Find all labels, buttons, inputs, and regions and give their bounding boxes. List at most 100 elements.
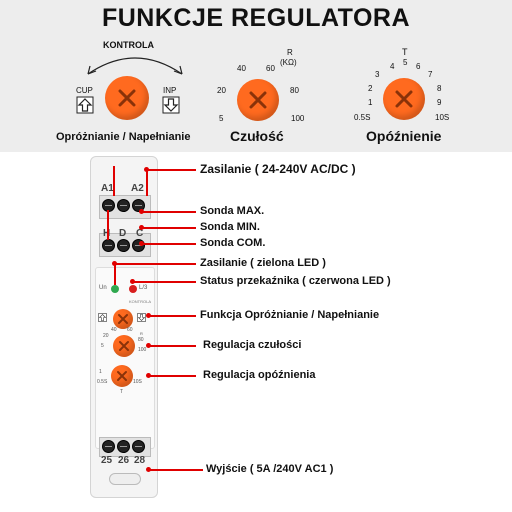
- callout-line: [132, 281, 196, 283]
- knob-cross-icon: [117, 371, 127, 381]
- delay-tick: 1: [368, 98, 373, 107]
- wire-h: [107, 210, 109, 240]
- callout-line: [114, 263, 196, 265]
- kohm-unit-label: (KΩ): [280, 58, 297, 67]
- rotation-arc-icon: [87, 57, 183, 75]
- knob3-tick: 0.5S: [97, 379, 108, 385]
- device-function-knob[interactable]: [113, 309, 133, 329]
- panel-title: FUNKCJE REGULATORA: [101, 4, 411, 32]
- terminal-label: A1: [101, 183, 114, 194]
- led-un-label: Un: [99, 285, 107, 291]
- knob2-r-label: R: [140, 331, 143, 336]
- relay-device: A1 A2 H D C Un L/3 KONTROLA R 5 20 40 60…: [90, 156, 158, 498]
- callout-line: [114, 263, 116, 285]
- terminal-screw[interactable]: [132, 440, 145, 453]
- relay-status-led: [129, 285, 137, 293]
- delay-caption: Opóźnienie: [366, 128, 442, 144]
- knob-cross-icon: [395, 90, 413, 108]
- led-relay-label: L/3: [139, 285, 148, 291]
- inp-label: INP: [163, 86, 177, 95]
- wire-a2: [146, 170, 148, 196]
- terminal-label: D: [119, 228, 127, 239]
- sens-tick: 40: [237, 64, 246, 73]
- terminal-screw[interactable]: [102, 239, 115, 252]
- arrow-up-icon: [98, 313, 107, 322]
- knob3-tick: 10S: [133, 379, 142, 385]
- delay-tick: 7: [428, 70, 433, 79]
- brand-small-label: KONTROLA: [129, 299, 152, 304]
- callout-line: [148, 375, 196, 377]
- sensitivity-knob[interactable]: [237, 79, 279, 121]
- delay-tick: 2: [368, 84, 373, 93]
- function-knob[interactable]: [105, 76, 149, 120]
- delay-tick: 10S: [435, 113, 450, 122]
- callout-sonda-max: Sonda MAX.: [200, 205, 265, 217]
- terminal-label: A2: [131, 183, 144, 194]
- sens-tick: 80: [290, 86, 299, 95]
- device-delay-knob[interactable]: [111, 365, 133, 387]
- arrow-down-icon: [137, 313, 146, 322]
- knob-cross-icon: [119, 341, 129, 351]
- kontrola-label: KONTROLA: [103, 40, 154, 50]
- terminal-screw[interactable]: [117, 440, 130, 453]
- delay-tick: 5: [403, 58, 408, 67]
- sens-tick: 60: [266, 64, 275, 73]
- knob3-t-label: T: [120, 389, 124, 395]
- callout-line: [141, 227, 196, 229]
- callout-delay: Regulacja opóźnienia: [203, 369, 316, 381]
- knob2-tick: 20: [103, 333, 109, 339]
- terminal-label: C: [136, 228, 144, 239]
- knob2-tick: 40: [111, 327, 117, 333]
- knob2-tick: 5: [101, 343, 104, 349]
- arrow-up-icon: [76, 96, 94, 114]
- terminal-screw[interactable]: [102, 440, 115, 453]
- power-led: [111, 285, 119, 293]
- sens-tick: 100: [291, 114, 305, 123]
- knob2-tick: 100: [138, 347, 147, 353]
- knob-cross-icon: [249, 91, 267, 109]
- callout-sonda-com: Sonda COM.: [200, 237, 266, 249]
- callout-line: [148, 345, 196, 347]
- wire-a1: [113, 166, 115, 196]
- terminal-screw[interactable]: [117, 239, 130, 252]
- din-clip[interactable]: [109, 473, 141, 485]
- sens-tick: 5: [219, 114, 224, 123]
- callout-output: Wyjście ( 5A /240V AC1 ): [206, 463, 334, 475]
- terminal-label: 28: [134, 455, 146, 466]
- callout-power: Zasilanie ( 24-240V AC/DC ): [200, 162, 356, 176]
- cup-label: CUP: [76, 86, 93, 95]
- functions-panel: FUNKCJE REGULATORA KONTROLA CUP INP Opró…: [0, 0, 512, 152]
- terminal-screw[interactable]: [132, 199, 145, 212]
- sens-tick: 20: [217, 86, 226, 95]
- knob2-tick: 80: [138, 337, 144, 343]
- callout-power-led: Zasilanie ( zielona LED ): [200, 257, 326, 269]
- device-sensitivity-knob[interactable]: [113, 335, 135, 357]
- callout-relay-led: Status przekaźnika ( czerwona LED ): [200, 275, 391, 287]
- terminal-label: H: [103, 228, 110, 239]
- terminal-label: 26: [118, 455, 130, 466]
- callout-function: Funkcja Opróżnianie / Napełnianie: [200, 309, 380, 321]
- callout-line: [141, 211, 196, 213]
- arrow-down-icon: [162, 96, 180, 114]
- delay-tick: 0.5S: [354, 113, 371, 122]
- knob3-tick: 1: [99, 369, 102, 375]
- callout-sonda-min: Sonda MIN.: [200, 221, 260, 233]
- delay-tick: 8: [437, 84, 442, 93]
- delay-tick: 9: [437, 98, 442, 107]
- knob-cross-icon: [118, 314, 128, 324]
- front-face: [95, 267, 155, 449]
- callout-line: [146, 169, 196, 171]
- delay-tick: 3: [375, 70, 380, 79]
- t-unit-label: T: [402, 47, 408, 57]
- callout-sensitivity: Regulacja czułości: [203, 339, 302, 351]
- delay-tick: 4: [390, 62, 395, 71]
- terminal-label: 25: [101, 455, 113, 466]
- delay-tick: 6: [416, 62, 421, 71]
- callout-line: [148, 315, 196, 317]
- callout-line: [148, 469, 203, 471]
- knob-cross-icon: [118, 89, 136, 107]
- delay-knob[interactable]: [383, 78, 425, 120]
- terminal-screw[interactable]: [117, 199, 130, 212]
- callout-line: [141, 243, 196, 245]
- knob2-tick: 60: [127, 327, 133, 333]
